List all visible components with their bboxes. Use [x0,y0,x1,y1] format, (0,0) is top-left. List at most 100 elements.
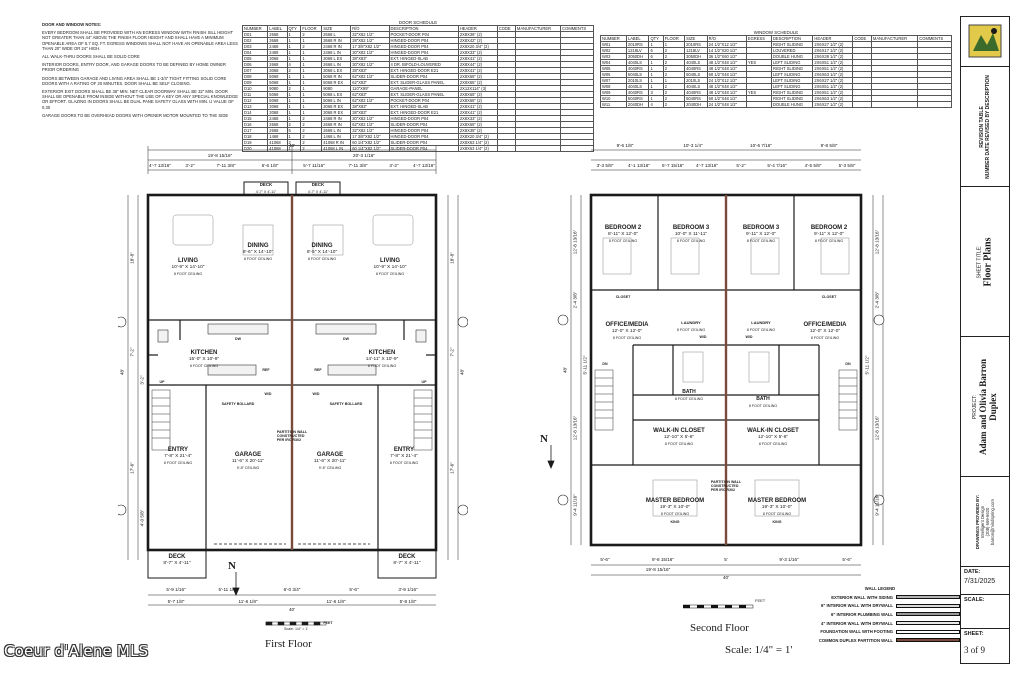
window-schedule-cell: 24 1/2"X48 1/2" [706,101,747,108]
room-name: KITCHEN [368,350,396,356]
bed-size-label: KING [772,520,782,524]
room-name: BEDROOM 2 [604,225,642,231]
sub-top-dim: 4'-7 13/16" [413,163,435,168]
top-dim: 10'-3 1/4" [683,143,703,148]
wall-legend-label: 6" INTERIOR WALL WITH DRYWALL [820,603,893,609]
bottom-dim: 5' [724,557,728,562]
second-floor-title: Second Floor [690,622,749,634]
first-floor-plan: 40' 19'-8 15/16" 20'-3 1/16" 4'-7 13/16"… [118,140,468,631]
right-dim: 17'-6" [449,462,455,474]
room-name: LIVING [379,258,401,264]
wall-legend-row: 6" INTERIOR WALL WITH DRYWALL [800,602,960,611]
door-schedule-cell [514,145,562,152]
revision-table-cell: REVISION TABLE NUMBER DATE REVISED BY DE… [961,67,1009,187]
title-block: REVISION TABLE NUMBER DATE REVISED BY DE… [960,16,1010,664]
note-paragraph: INTERIOR DOORS, ENTRY DOOR, AND GARAGE D… [42,62,226,73]
window-schedule-cell: 2X6X27 1/2" (2) [812,101,854,108]
bed-size-label: KING [670,520,680,524]
revision-table-header: NUMBER DATE REVISED BY DESCRIPTION [985,74,991,179]
date-cell: DATE: 7/31/2025 [961,567,1009,595]
window-schedule-cell: W11 [600,101,627,108]
room-size: 8'-11" X 12'-0" [608,231,638,237]
company-logo-icon [968,24,1002,58]
wall-legend-swatch [896,603,960,608]
wall-legend-label: 4" INTERIOR WALL WITH DRYWALL [820,620,893,626]
overall-depth-dim: 48' [119,369,125,375]
room-name: DINING [247,243,269,249]
top-dim: 19'-8 15/16" [207,153,233,158]
scale-label: SCALE: [964,597,985,603]
sheet-cell: SHEET: 3 of 9 [961,629,1009,663]
sub-top-dim: 3'-2" [389,163,399,168]
room-size: 12'-0" X 12'-0" [809,328,841,334]
room-ceiling: 9'-8" CEILING [236,466,260,471]
room-ceiling: 8 FOOT CEILING [612,336,642,341]
room-ceiling: 8 FOOT CEILING [189,364,219,369]
sub-top-dim: 4'-7 13/16" [696,163,718,168]
scale-bar-graphic [682,604,754,609]
door-schedule-cell [560,145,594,152]
window-schedule-cell: 4 [648,101,664,108]
note-paragraph: ALL WALK-THRU DOORS SHALL BE SOLID CORE [42,54,140,60]
bottom-overall-dim: 11'-6 1/8" [326,599,346,604]
door-schedule-caption: DOOR SCHEDULE [398,20,438,25]
sheet-label: SHEET: [964,631,984,637]
room-ceiling: 8 FOOT CEILING [307,257,337,262]
logo-cell [961,17,1009,67]
note-paragraph: EXTERIOR EXIT DOORS SHALL BE 36" MIN. NE… [42,89,239,110]
overall-width-dim: 40' [723,575,729,580]
sub-top-dim: 5'-7 15/16" [662,163,684,168]
partition-note-line: CONSTRUCTED [276,434,305,438]
left-dim: 9'-4 11/16" [572,494,578,516]
sub-top-dim: 5'-2" [736,163,746,168]
window-schedule-cell: DOUBLE HUNG [770,101,814,108]
wall-legend-swatch [896,612,960,617]
bottom-dim: 3'-9 1/16" [398,587,418,592]
window-schedule-cell [852,101,872,108]
room-ceiling: 8 FOOT CEILING [243,257,273,262]
room-name: WALK-IN CLOSET [653,428,705,434]
wall-legend-label: EXTERIOR WALL WITH SIDING [831,594,893,600]
second-floor-scale: Scale: 1/4" = 1' [725,644,793,656]
overall-width-dim: 40' [289,143,295,148]
top-dim: 10'-6 7/16" [750,143,772,148]
wall-legend-swatch [896,621,960,626]
bottom-dim: 5'-6" [842,557,852,562]
left-dim: 2'-4 3/8" [572,291,578,309]
sub-top-dim: 5'-3 5/8" [838,163,856,168]
revision-table: REVISION TABLE NUMBER DATE REVISED BY DE… [979,75,991,179]
north-arrow-label: N [540,433,548,445]
top-dim: 9'-8 5/8" [820,143,838,148]
stair-down-label: DN [602,362,608,366]
room-ceiling: 8 FOOT CEILING [660,512,690,517]
right-dim: 12'-8 13/16" [874,415,880,441]
sub-top-dim: 4'-5 5/8" [804,163,822,168]
room-size: 19'-3" X 10'-0" [761,504,793,510]
dishwasher-label: DW [343,337,349,341]
room-name: MASTER BEDROOM [645,498,705,504]
bottom-overall-dim: 5'-7 1/8" [167,599,185,604]
room-size: 9'-11" X 12'-0" [746,231,776,237]
wall-legend-row: 4" INTERIOR WALL WITH DRYWALL [800,619,960,628]
bottom-dim: 9'-8 15/16" [652,557,674,562]
